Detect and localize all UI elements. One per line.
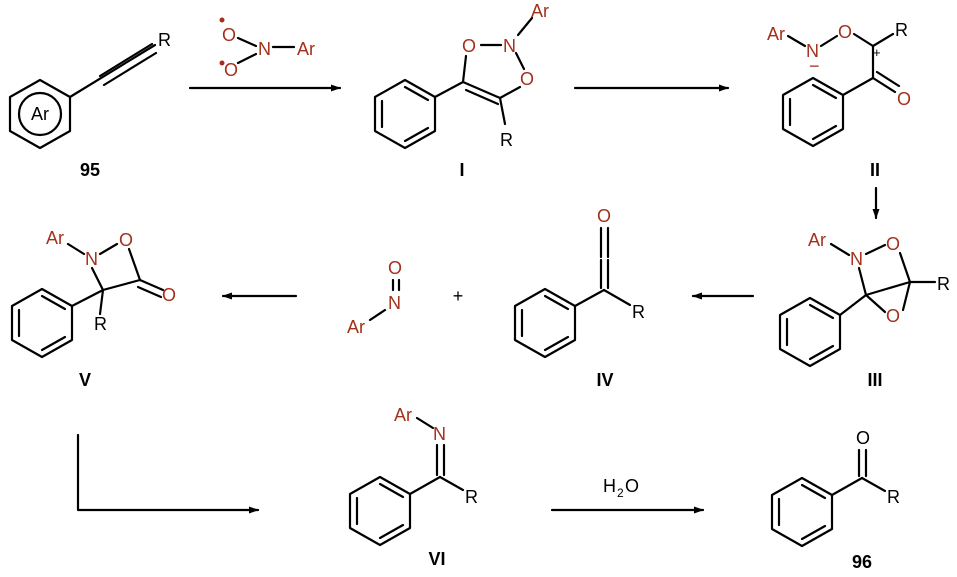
r-substituent: R — [632, 302, 645, 322]
compound-label: IV — [596, 370, 613, 390]
r-substituent: R — [465, 487, 478, 507]
compound-label: I — [459, 160, 464, 180]
reagent-o2: O — [224, 60, 238, 80]
reagent-o1: O — [222, 25, 236, 45]
ketene-IV: O R IV — [513, 206, 645, 390]
ring-o1: O — [886, 234, 900, 254]
compound-label: 96 — [852, 552, 872, 572]
ring-n: N — [850, 249, 863, 269]
water-o: O — [625, 476, 639, 496]
reagent-nitrogen-dioxide-radical: O N Ar O — [219, 17, 315, 80]
arrow-step6 — [76, 433, 260, 514]
r-substituent: R — [887, 487, 900, 507]
plus-sign: + — [453, 286, 464, 306]
nitroso-o: O — [388, 258, 402, 278]
compound-label: VI — [428, 549, 445, 569]
reagent-ar: Ar — [297, 39, 315, 59]
n-ar: Ar — [394, 405, 412, 425]
n-ar: Ar — [531, 1, 549, 21]
ring-o: O — [119, 230, 133, 250]
oxazetidinone-V: Ar N O O R V — [10, 228, 176, 390]
imine-VI: Ar N R VI — [348, 405, 478, 569]
n-atom: N — [806, 41, 819, 61]
r-substituent: R — [158, 30, 171, 50]
ring-ar-label: Ar — [31, 104, 49, 124]
ring-n: N — [85, 249, 98, 269]
compound-label: II — [870, 160, 880, 180]
imine-n: N — [433, 424, 446, 444]
n-minus-charge: − — [809, 56, 820, 76]
ketene-o: O — [597, 206, 611, 226]
ring-o1: O — [462, 36, 476, 56]
alkyne-bond — [68, 42, 158, 99]
radical-dot — [219, 60, 225, 66]
nitroso-n: N — [388, 293, 401, 313]
carbonyl-o: O — [856, 428, 870, 448]
intermediate-III: Ar N O R O III — [778, 230, 950, 390]
compound-label: III — [867, 370, 882, 390]
r-substituent: R — [94, 314, 107, 334]
reagent-n: N — [258, 39, 271, 59]
nitroso-arene: O N Ar — [347, 258, 402, 337]
r-substituent: R — [937, 274, 950, 294]
ketone-96: O R 96 — [770, 428, 900, 572]
intermediate-II: Ar N − O + R O II — [767, 20, 911, 180]
compound-label: V — [79, 370, 91, 390]
compound-label: 95 — [80, 160, 100, 180]
radical-dot — [219, 17, 225, 23]
ring-o2: O — [886, 306, 900, 326]
carbonyl-o: O — [162, 285, 176, 305]
n-ar: Ar — [808, 230, 826, 250]
ring-o2: O — [520, 69, 534, 89]
intermediate-I: O N Ar O R I — [373, 1, 549, 180]
reagent-water: H 2 O — [603, 476, 639, 500]
ring-n: N — [503, 36, 516, 56]
o-atom: O — [838, 22, 852, 42]
r-substituent: R — [500, 130, 513, 150]
n-ar: Ar — [46, 228, 64, 248]
compound-95: Ar R 95 — [8, 30, 171, 180]
water-subscript: 2 — [617, 486, 624, 500]
n-ar: Ar — [767, 24, 785, 44]
plus-charge: + — [873, 45, 881, 60]
water-h: H — [603, 476, 616, 496]
carbonyl-o: O — [897, 89, 911, 109]
r-substituent: R — [895, 20, 908, 40]
nitroso-ar: Ar — [347, 317, 365, 337]
